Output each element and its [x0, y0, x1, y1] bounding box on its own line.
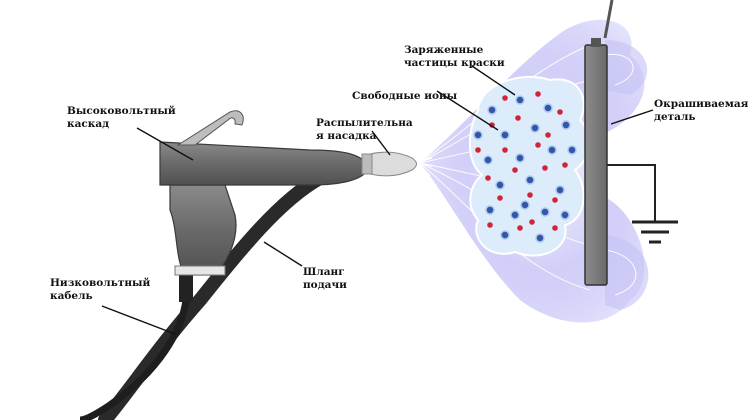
ion-dot: [535, 233, 545, 243]
paint-particle-dot: [487, 222, 493, 228]
paint-particle-dot: [485, 175, 491, 181]
paint-particle-dot: [535, 91, 541, 97]
ion-dot: [555, 185, 565, 195]
ion-dot: [500, 230, 510, 240]
paint-particle-dot: [535, 142, 541, 148]
ion-dot: [483, 155, 493, 165]
paint-particle-dot: [529, 219, 535, 225]
gun-collar: [174, 265, 226, 276]
nozzle-ring: [361, 153, 373, 175]
leader-lines: [101, 65, 654, 335]
paint-particle-dot: [512, 167, 518, 173]
gun-hook: [176, 110, 244, 146]
cable-strain-relief: [179, 268, 193, 302]
ground-wire: [607, 164, 656, 222]
paint-particle-dot: [545, 132, 551, 138]
plate-wire: [603, 0, 614, 39]
label-charged-particles: Заряженные частицы краски: [404, 44, 505, 69]
label-nozzle: Распылительна я насадка: [316, 117, 413, 142]
ion-dot: [567, 145, 577, 155]
ion-dot: [561, 120, 571, 130]
ion-dot: [495, 180, 505, 190]
ion-dot: [547, 145, 557, 155]
paint-particle-dot: [475, 147, 481, 153]
ion-dot: [540, 207, 550, 217]
paint-particle-dot: [542, 165, 548, 171]
label-feed-hose: Шланг подачи: [303, 266, 347, 291]
charge-dots: [473, 91, 577, 243]
spray-cone-icon: [414, 149, 433, 176]
ion-dot: [485, 205, 495, 215]
paint-particle-dot: [515, 115, 521, 121]
gun-barrel: [159, 141, 369, 186]
field-glow-right: [605, 40, 649, 310]
painted-part-plate: [584, 44, 608, 286]
paint-particle-dot: [527, 192, 533, 198]
ion-dot: [515, 153, 525, 163]
paint-particle-dot: [502, 147, 508, 153]
paint-particle-dot: [497, 195, 503, 201]
ion-dot: [500, 130, 510, 140]
ion-dot: [520, 200, 530, 210]
ion-dot: [487, 105, 497, 115]
plate-hanger: [591, 38, 601, 47]
label-free-ions: Свободные ионы: [352, 90, 458, 102]
paint-particle-dot: [552, 225, 558, 231]
label-lv-cable: Низковольтный кабель: [50, 277, 151, 302]
label-hv-cascade: Высоковольтный каскад: [67, 105, 176, 130]
ion-dot: [560, 210, 570, 220]
ion-dot: [473, 130, 483, 140]
ion-dot: [515, 95, 525, 105]
nozzle: [365, 151, 417, 177]
ion-dot: [510, 210, 520, 220]
ion-dot: [525, 175, 535, 185]
paint-particle-dot: [517, 225, 523, 231]
paint-particle-dot: [562, 162, 568, 168]
paint-particle-dot: [552, 197, 558, 203]
particle-cloud: [468, 75, 591, 257]
ion-dot: [543, 103, 553, 113]
label-painted-part: Окрашиваемая деталь: [654, 98, 749, 123]
lv-cable: [79, 299, 190, 420]
paint-particle-dot: [557, 109, 563, 115]
paint-particle-dot: [502, 95, 508, 101]
ground-symbol-icon: [632, 220, 678, 244]
ion-dot: [530, 123, 540, 133]
